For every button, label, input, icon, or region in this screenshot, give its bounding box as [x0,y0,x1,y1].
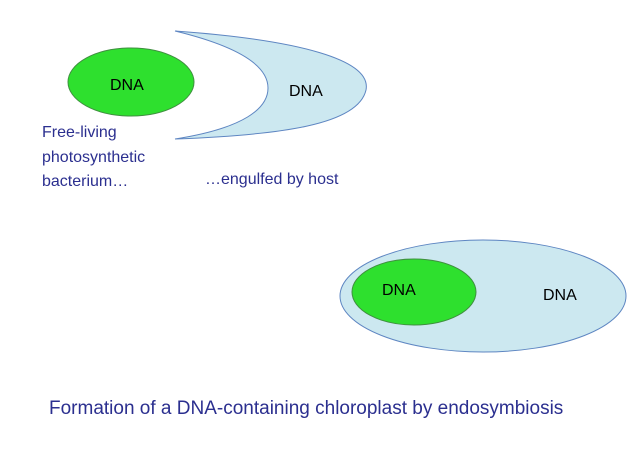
bacterium-description-line-2: photosynthetic [42,149,145,166]
host-nucleus-dna-label: DNA [543,287,577,304]
bacterium-cell [67,47,195,117]
chloroplast [351,258,477,326]
bacterium-dna-label: DNA [110,77,144,94]
bacterium-description-line-1: Free-living [42,124,117,141]
host-description: …engulfed by host [205,171,339,188]
bacterium-description-line-3: bacterium… [42,173,128,190]
figure-caption: Formation of a DNA-containing chloroplas… [49,398,564,419]
host-cell-crescent [174,30,367,140]
chloroplast-dna-label: DNA [382,282,416,299]
host-dna-label: DNA [289,83,323,100]
